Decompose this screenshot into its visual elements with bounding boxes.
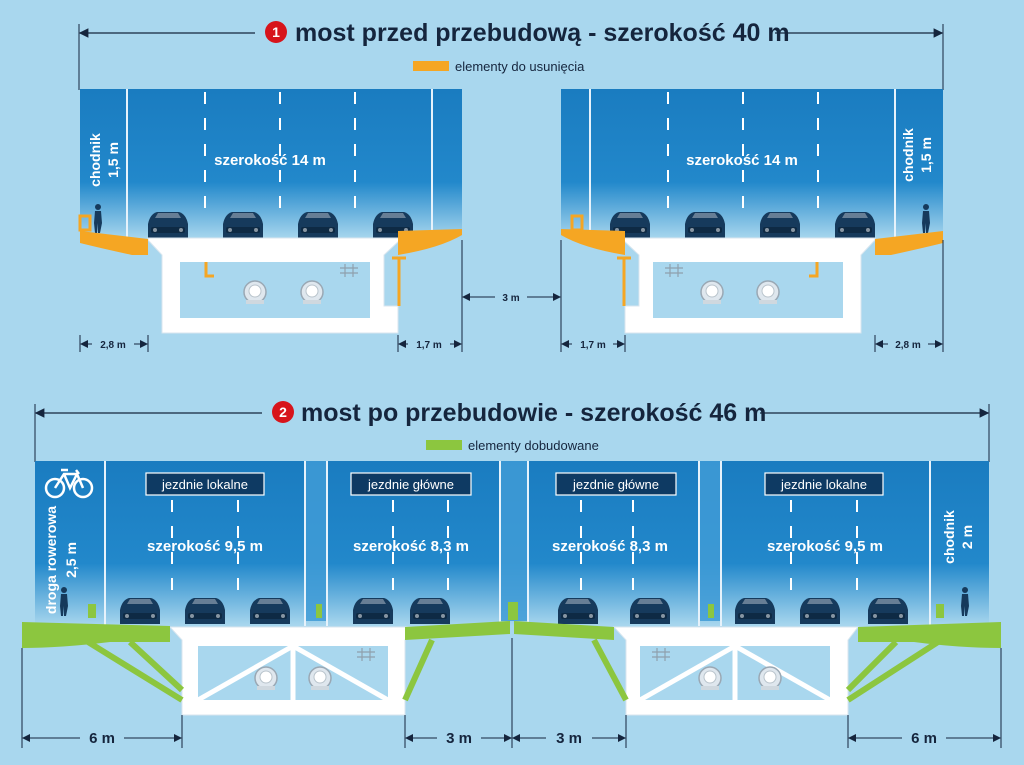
old-left-width-label: szerokość 14 m xyxy=(214,152,326,169)
legend-added-label: elementy dobudowane xyxy=(468,438,599,453)
bike-lane-label: droga rowerowa xyxy=(43,506,59,614)
badge-2-number: 2 xyxy=(279,404,287,420)
legend-added-swatch xyxy=(426,440,462,450)
legend-removed-label: elementy do usunięcia xyxy=(455,59,585,74)
car-icon xyxy=(148,212,188,238)
dim-right-outer: 2,8 m xyxy=(895,340,921,351)
lane-box-label: jezdnie główne xyxy=(572,477,659,492)
lane-box-local-left xyxy=(145,472,265,496)
old-left-sidewalk-label: chodnik xyxy=(87,133,103,187)
lane-box-label: jezdnie lokalne xyxy=(161,477,248,492)
bicycle-icon xyxy=(44,468,94,499)
lane-box-local-right xyxy=(764,472,884,496)
old-right-sidewalk-label: chodnik xyxy=(900,128,916,182)
lane-width-label: szerokość 8,3 m xyxy=(552,538,668,555)
pipe-icon xyxy=(756,280,780,305)
badge-1 xyxy=(265,21,287,43)
lane-box-label: jezdnie główne xyxy=(367,477,454,492)
pipe-icon xyxy=(254,666,278,691)
car-icon xyxy=(760,212,800,238)
car-icon xyxy=(868,598,908,624)
pipe-icon xyxy=(308,666,332,691)
section-2-title: most po przebudowie - szerokość 46 m xyxy=(301,399,766,427)
old-bridge-left: chodnik 1,5 m szerokość 14 m xyxy=(78,89,462,334)
car-icon xyxy=(685,212,725,238)
car-icon xyxy=(250,598,290,624)
pipe-icon xyxy=(700,280,724,305)
pipe-icon xyxy=(243,280,267,305)
lane-box-main-left xyxy=(350,472,472,496)
car-icon xyxy=(120,598,160,624)
old-bridge-right: chodnik 1,5 m szerokość 14 m xyxy=(561,89,943,334)
lane-width-label: szerokość 9,5 m xyxy=(147,538,263,555)
car-icon xyxy=(630,598,670,624)
old-right-sidewalk-value: 1,5 m xyxy=(918,137,934,173)
dim2-right-inner: 3 m xyxy=(556,730,582,747)
section-1-dimensions: 2,8 m 1,7 m 3 m 1,7 m 2,8 m xyxy=(79,240,944,352)
car-icon xyxy=(185,598,225,624)
pipe-icon xyxy=(300,280,324,305)
car-icon xyxy=(298,212,338,238)
old-right-width-label: szerokość 14 m xyxy=(686,152,798,169)
badge-1-number: 1 xyxy=(272,24,280,40)
car-icon xyxy=(800,598,840,624)
bike-lane-value: 2,5 m xyxy=(63,542,79,578)
car-icon xyxy=(558,598,598,624)
car-icon xyxy=(410,598,450,624)
lane-box-main-right xyxy=(555,472,677,496)
dim-left-outer: 2,8 m xyxy=(100,340,126,351)
pipe-icon xyxy=(758,666,782,691)
car-icon xyxy=(353,598,393,624)
dim-right-inner: 1,7 m xyxy=(580,340,606,351)
lane-box-label: jezdnie lokalne xyxy=(780,477,867,492)
section-2-header: 2 most po przebudowie - szerokość 46 m e… xyxy=(34,399,990,462)
car-icon xyxy=(835,212,875,238)
old-left-sidewalk-value: 1,5 m xyxy=(105,142,121,178)
car-icon xyxy=(223,212,263,238)
legend-removed-swatch xyxy=(413,61,449,71)
dim-left-inner: 1,7 m xyxy=(416,340,442,351)
dim2-left-inner: 3 m xyxy=(446,730,472,747)
lane-width-label: szerokość 8,3 m xyxy=(353,538,469,555)
pipe-icon xyxy=(698,666,722,691)
lane-width-label: szerokość 9,5 m xyxy=(767,538,883,555)
car-icon xyxy=(735,598,775,624)
section-1-title: most przed przebudową - szerokość 40 m xyxy=(295,19,790,47)
dim2-left-outer: 6 m xyxy=(89,730,115,747)
badge-2 xyxy=(272,401,294,423)
dim-gap: 3 m xyxy=(502,293,519,304)
sidewalk-value: 2 m xyxy=(959,525,975,549)
dim2-right-outer: 6 m xyxy=(911,730,937,747)
section-2-dimensions: 6 m 3 m 3 m 6 m xyxy=(21,638,1002,748)
section-1-header: 1 most przed przebudową - szerokość 40 m… xyxy=(78,19,944,90)
sidewalk-label: chodnik xyxy=(941,510,957,564)
new-bridge: droga rowerowa 2,5 m chodnik 2 m jezdnie… xyxy=(22,461,1001,716)
